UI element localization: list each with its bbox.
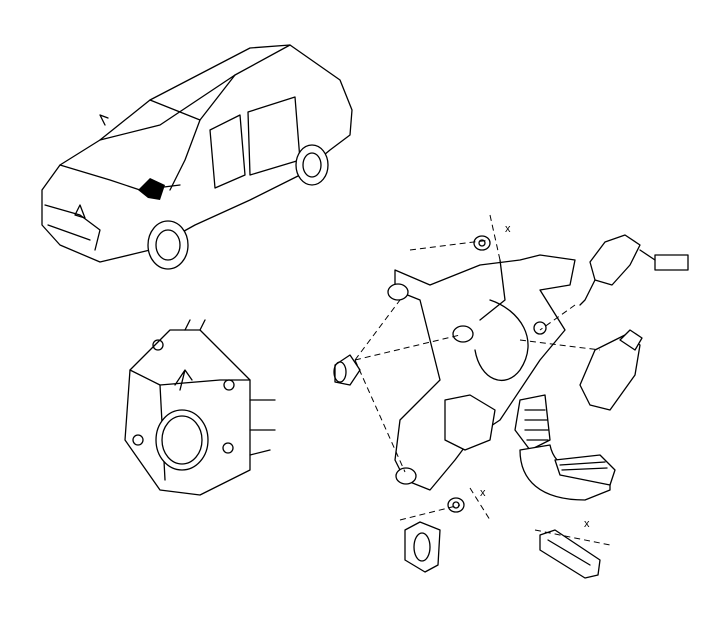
stop-light-switch	[579, 234, 689, 306]
pedal-position-sensor	[579, 329, 643, 411]
fasteners	[333, 235, 547, 513]
bulkhead-flange	[124, 319, 276, 496]
pedal-bracket	[387, 254, 616, 501]
car-location-view	[41, 44, 353, 270]
location-arrow-icon	[138, 178, 165, 200]
dimension-label-top: x	[505, 223, 511, 235]
dimension-label-pad: x	[584, 518, 590, 530]
leader-lines	[354, 214, 656, 546]
dimension-label-bottom: x	[480, 487, 486, 499]
pedal-pads	[404, 521, 601, 579]
